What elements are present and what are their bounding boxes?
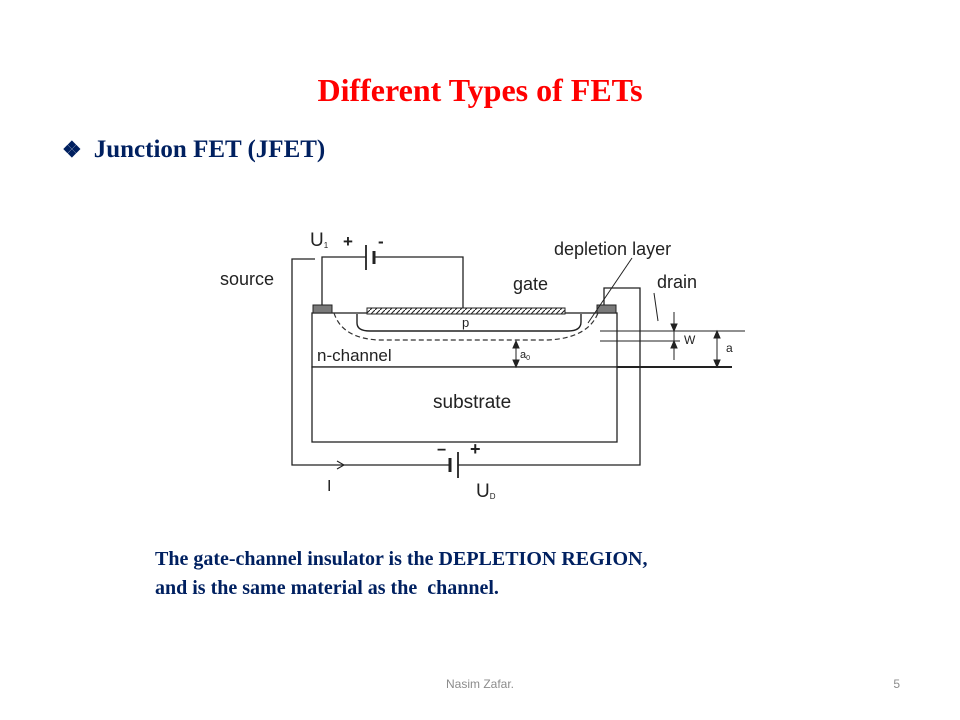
caption-line: and is the same material as the channel. [155, 577, 499, 599]
drain-battery-circuit [291, 258, 641, 478]
caption-line: The gate-channel insulator is the DEPLET… [155, 548, 648, 570]
gate-battery-circuit [321, 245, 464, 313]
gate-electrode [366, 307, 566, 315]
plus-top-label: + [343, 232, 353, 251]
drain-label: drain [657, 272, 697, 292]
source-contact [312, 304, 333, 314]
page-number: 5 [893, 677, 900, 691]
substrate-region [311, 366, 618, 443]
a-label: a [726, 341, 733, 355]
w-label: W [684, 333, 696, 347]
slide-title: Different Types of FETs [317, 72, 643, 108]
footer-author: Nasim Zafar. [445, 677, 514, 691]
ud-label: UD [476, 481, 496, 502]
plus-bottom-label: + [470, 439, 481, 459]
bullet-item: ❖ Junction FET (JFET) [62, 136, 325, 164]
u1-label: U1 [310, 230, 329, 251]
dimension-markers [512, 312, 745, 369]
p-region [356, 314, 582, 332]
p-label: p [462, 315, 469, 330]
caption: The gate-channel insulator is the DEPLET… [155, 545, 647, 603]
source-label: source [220, 269, 274, 289]
current-label: I [327, 478, 331, 495]
device-body [311, 312, 732, 443]
depletion-layer [333, 312, 599, 341]
a0-label: a0 [520, 349, 530, 362]
bullet-text: Junction FET (JFET) [93, 136, 326, 163]
drain-leader [653, 292, 659, 322]
depletion-leader [587, 257, 633, 324]
minus-bottom-label: − [437, 442, 446, 459]
n-channel-label: n-channel [317, 346, 392, 365]
substrate-label: substrate [433, 392, 511, 413]
depletion-layer-label: depletion layer [554, 239, 671, 259]
gate-label: gate [513, 274, 548, 294]
minus-top-label: - [378, 232, 384, 251]
diamond-bullet-icon: ❖ [62, 137, 82, 162]
